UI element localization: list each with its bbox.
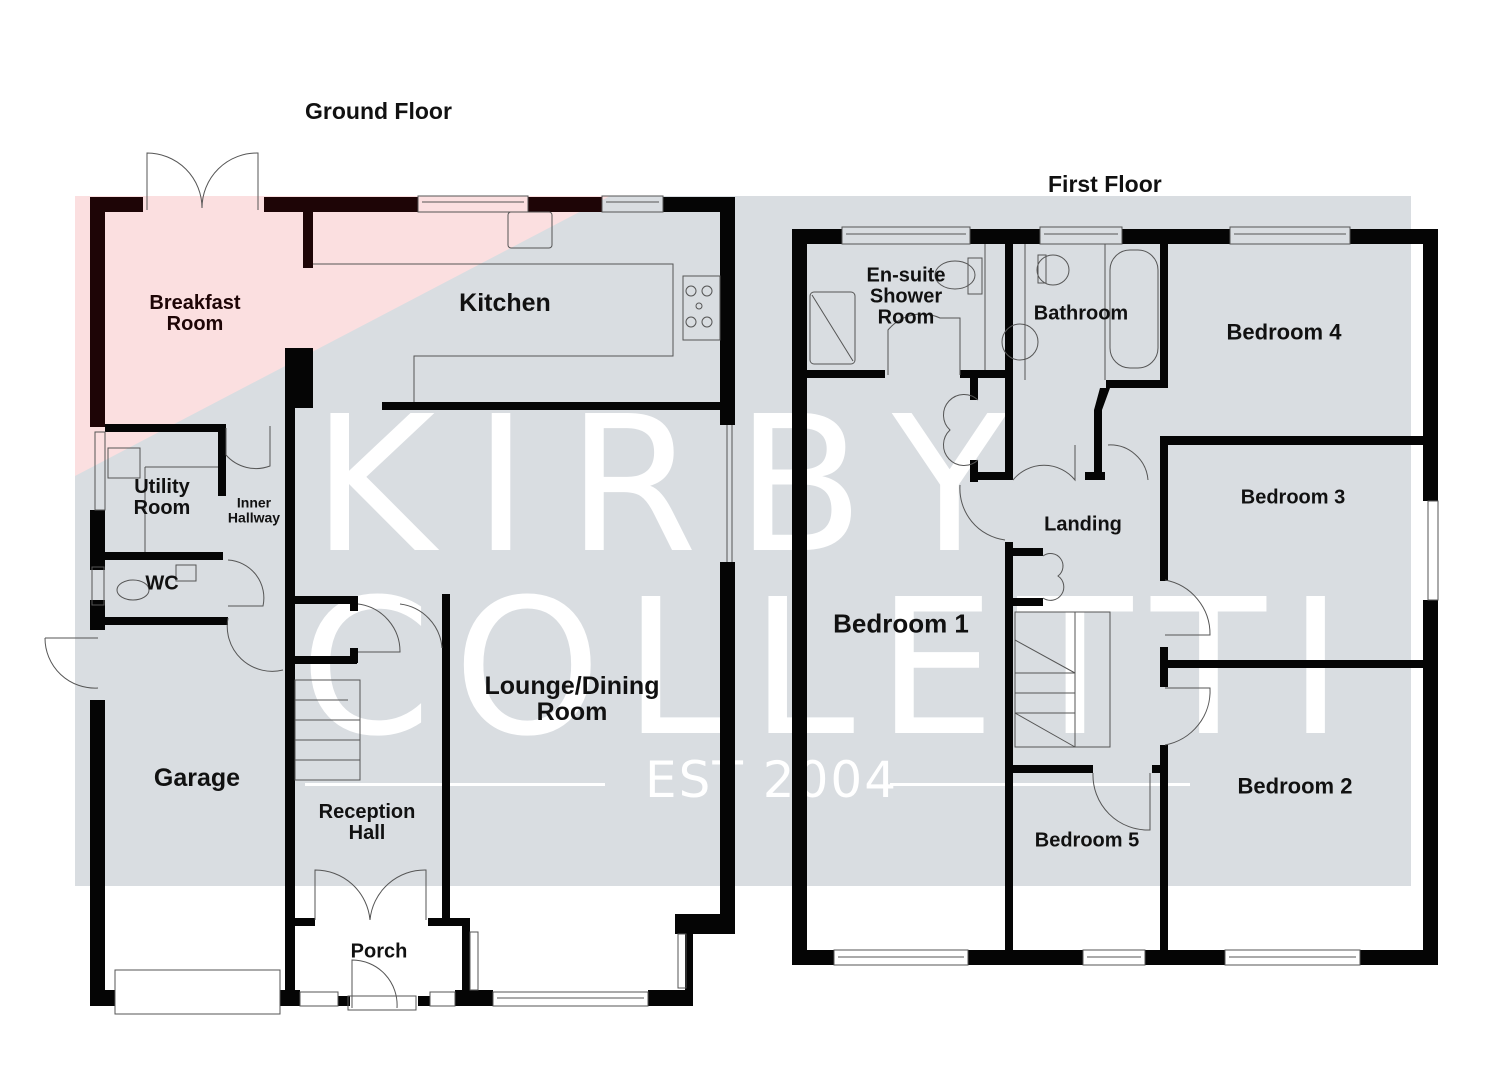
watermark-rule-right bbox=[890, 783, 1190, 786]
room-label-bedroom4: Bedroom 4 bbox=[1226, 319, 1342, 345]
room-label-bedroom3: Bedroom 3 bbox=[1240, 486, 1346, 509]
room-label-porch: Porch bbox=[350, 940, 408, 963]
first-floor-walls bbox=[792, 229, 1438, 965]
ground-floor-walls bbox=[90, 197, 735, 1006]
room-label-lounge: Lounge/Dining Room bbox=[484, 671, 660, 726]
room-label-ensuite: En-suite Shower Room bbox=[866, 264, 946, 329]
room-label-kitchen: Kitchen bbox=[459, 288, 551, 317]
room-label-breakfast: Breakfast Room bbox=[149, 292, 241, 335]
watermark-rule-left bbox=[305, 783, 605, 786]
watermark-colletti: COLLETTI bbox=[300, 559, 1366, 778]
room-label-bedroom1: Bedroom 1 bbox=[833, 608, 969, 639]
room-label-wc: WC bbox=[145, 572, 179, 595]
room-label-garage: Garage bbox=[153, 763, 241, 792]
first-floor-fixtures bbox=[809, 226, 1439, 966]
room-label-reception-hall: Reception Hall bbox=[318, 801, 416, 844]
watermark-est: EST 2004 bbox=[645, 751, 899, 809]
watermark-kirby: KIRBY bbox=[312, 376, 1045, 595]
first-floor-title: First Floor bbox=[1048, 171, 1162, 197]
ground-floor-fixtures bbox=[44, 152, 733, 1015]
ground-floor-title: Ground Floor bbox=[305, 98, 452, 124]
room-label-bedroom2: Bedroom 2 bbox=[1237, 773, 1353, 799]
room-label-inner-hallway: Inner Hallway bbox=[227, 494, 281, 525]
room-label-landing: Landing bbox=[1044, 513, 1122, 536]
room-label-utility: Utility Room bbox=[133, 476, 191, 519]
room-label-bedroom5: Bedroom 5 bbox=[1034, 829, 1140, 852]
room-label-bathroom: Bathroom bbox=[1033, 302, 1129, 325]
